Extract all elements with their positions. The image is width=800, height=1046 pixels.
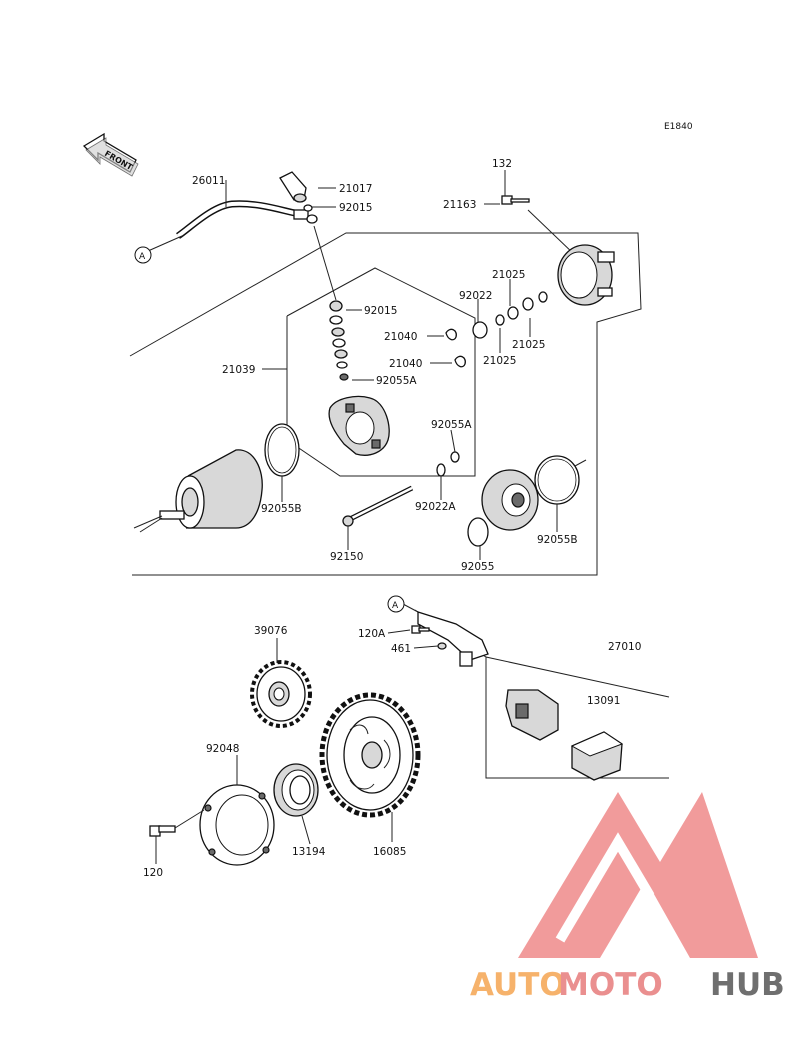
part-label-21040-lower: 21040 <box>389 358 422 370</box>
automotohub-logo <box>518 792 758 958</box>
part-label-120: 120 <box>143 867 163 879</box>
starter-outline-frame <box>129 232 642 576</box>
front-arrow-icon: FRONT <box>82 132 139 177</box>
starter-relay <box>505 689 559 741</box>
part-label-92055a-lower: 92055A <box>431 419 472 431</box>
automotohub-wordmark: AUTO MOTO HUB <box>470 967 785 1003</box>
motor-yoke <box>133 449 263 533</box>
ref-marker-a-top: A <box>139 252 146 262</box>
washer-stack-21025 <box>495 291 548 326</box>
brush-spring-21040-lower <box>454 355 466 368</box>
part-label-461: 461 <box>391 643 411 655</box>
washer-92022 <box>472 321 488 339</box>
part-number-labels: 26011 21017 92015 132 21163 21025 92022 … <box>143 158 641 879</box>
wordmark-hub: HUB <box>710 967 785 1003</box>
part-label-13194: 13194 <box>292 846 326 858</box>
brush-holder-plate <box>328 395 390 456</box>
part-label-21025-lower: 21025 <box>483 355 516 367</box>
part-label-92055: 92055 <box>461 561 494 573</box>
leader-lines <box>155 170 558 864</box>
part-label-21039: 21039 <box>222 364 255 376</box>
part-label-92055a-upper: 92055A <box>376 375 417 387</box>
part-label-16085: 16085 <box>373 846 406 858</box>
part-label-21040-upper: 21040 <box>384 331 417 343</box>
end-cover-21163 <box>557 244 615 306</box>
o-ring-92055 <box>467 517 489 547</box>
part-label-92022: 92022 <box>459 290 492 302</box>
part-label-92048: 92048 <box>206 743 239 755</box>
part-label-39076: 39076 <box>254 625 288 637</box>
part-label-120a: 120A <box>358 628 386 640</box>
part-label-92015-mid: 92015 <box>364 305 397 317</box>
idle-gear-39076 <box>250 660 312 728</box>
clutch-holder-92048 <box>199 784 275 866</box>
part-label-21163: 21163 <box>443 199 476 211</box>
o-ring-92055a-small <box>450 451 460 463</box>
relay-bracket-27010 <box>417 611 489 667</box>
relay-frame-bottom <box>485 657 669 779</box>
part-label-13091: 13091 <box>587 695 620 707</box>
cable-26011 <box>147 200 318 252</box>
part-label-27010: 27010 <box>608 641 641 653</box>
diagram-code: E1840 <box>664 122 693 132</box>
terminal-stack-92015 <box>329 300 349 381</box>
part-label-21025-top: 21025 <box>492 269 525 281</box>
brush-spring-21040-upper <box>445 328 457 341</box>
through-bolt-92150 <box>342 485 414 527</box>
part-label-21017: 21017 <box>339 183 372 195</box>
ref-marker-a-bottom: A <box>392 601 399 611</box>
starter-clutch-gear-16085 <box>319 692 421 818</box>
part-label-92055b-right: 92055B <box>537 534 578 546</box>
one-way-clutch-13194 <box>273 763 319 817</box>
relay-cover-13091 <box>570 731 624 781</box>
front-cover <box>481 469 539 531</box>
o-ring-92055b-right <box>534 455 580 505</box>
washer-92022a <box>436 463 446 477</box>
wordmark-auto: AUTO <box>470 967 566 1003</box>
o-ring-92055b-left <box>264 423 300 477</box>
part-label-132: 132 <box>492 158 512 170</box>
wordmark-moto: MOTO <box>558 967 663 1003</box>
part-label-21025-right: 21025 <box>512 339 545 351</box>
part-label-92150: 92150 <box>330 551 363 563</box>
nut-92015-top <box>303 204 313 212</box>
bolt-132 <box>501 195 530 205</box>
part-label-26011: 26011 <box>192 175 225 187</box>
part-label-92055b-left: 92055B <box>261 503 302 515</box>
bolt-120a <box>411 625 430 634</box>
part-label-92022a: 92022A <box>415 501 456 513</box>
terminal-cap-21017 <box>279 171 307 203</box>
part-label-92015-top: 92015 <box>339 202 372 214</box>
collar-461 <box>437 642 447 650</box>
bolt-120 <box>149 825 176 837</box>
